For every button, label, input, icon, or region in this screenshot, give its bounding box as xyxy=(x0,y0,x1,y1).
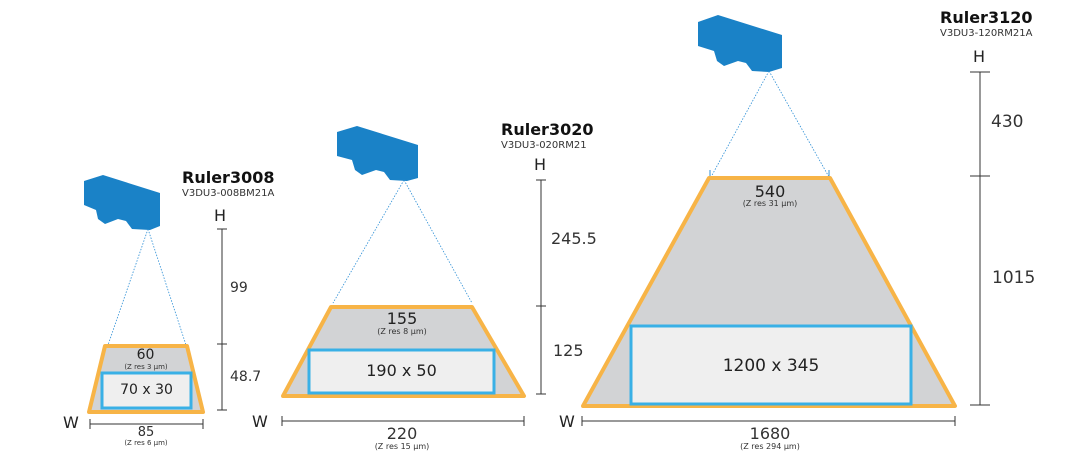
fov-top-width-value: 60 xyxy=(136,347,155,363)
laser-line xyxy=(403,179,473,304)
height-axis-label: H xyxy=(214,206,227,225)
bottom-width-value: 220 xyxy=(386,424,418,443)
model-name: Ruler3120 xyxy=(940,8,1033,27)
model-code: V3DU3-020RM21 xyxy=(501,140,587,151)
width-axis-label: W xyxy=(63,413,79,432)
laser-line xyxy=(768,70,830,178)
model-name: Ruler3008 xyxy=(182,168,275,187)
measurement-box-label: 70 x 30 xyxy=(120,382,173,398)
laser-line xyxy=(147,228,187,346)
laser-line xyxy=(332,179,405,304)
height-fov-value: 48.7 xyxy=(230,369,262,385)
camera-icon xyxy=(698,15,782,72)
height-axis-label: H xyxy=(534,155,547,174)
measurement-box xyxy=(307,348,496,395)
fov-top-width-value: 540 xyxy=(754,182,786,201)
fov-top-width-value: 155 xyxy=(386,309,418,328)
height-clearance-value: 245.5 xyxy=(551,229,597,248)
bottom-zres: (Z res 15 µm) xyxy=(374,442,430,451)
height-fov-value: 125 xyxy=(553,341,584,360)
height-clearance-value: 99 xyxy=(230,280,248,296)
ruler3120-graphics xyxy=(581,15,990,426)
ruler3020-graphics xyxy=(281,126,546,426)
measurement-box xyxy=(100,371,193,410)
camera-icon xyxy=(84,175,160,230)
bottom-width-value: 1680 xyxy=(749,424,791,443)
laser-line xyxy=(107,228,149,346)
model-code: V3DU3-008BM21A xyxy=(182,188,275,199)
model-code: V3DU3-120RM21A xyxy=(940,28,1033,39)
measurement-box-label: 190 x 50 xyxy=(366,361,437,380)
measurement-box-label: 1200 x 345 xyxy=(722,356,820,376)
height-axis-label: H xyxy=(973,47,986,66)
bottom-zres: (Z res 6 µm) xyxy=(124,439,168,447)
height-clearance-value: 430 xyxy=(991,112,1024,132)
laser-line xyxy=(710,70,770,178)
height-fov-value: 1015 xyxy=(992,268,1036,288)
fov-top-zres: (Z res 31 µm) xyxy=(742,199,798,208)
model-name: Ruler3020 xyxy=(501,120,594,139)
bottom-zres: (Z res 294 µm) xyxy=(740,442,800,451)
measurement-box xyxy=(629,324,913,406)
camera-icon xyxy=(337,126,418,181)
fov-top-zres: (Z res 8 µm) xyxy=(377,327,427,336)
width-axis-label: W xyxy=(252,412,268,431)
bottom-width-value: 85 xyxy=(137,425,155,440)
ruler3008-graphics xyxy=(84,175,227,429)
width-axis-label: W xyxy=(559,412,575,431)
fov-top-zres: (Z res 3 µm) xyxy=(124,363,168,371)
